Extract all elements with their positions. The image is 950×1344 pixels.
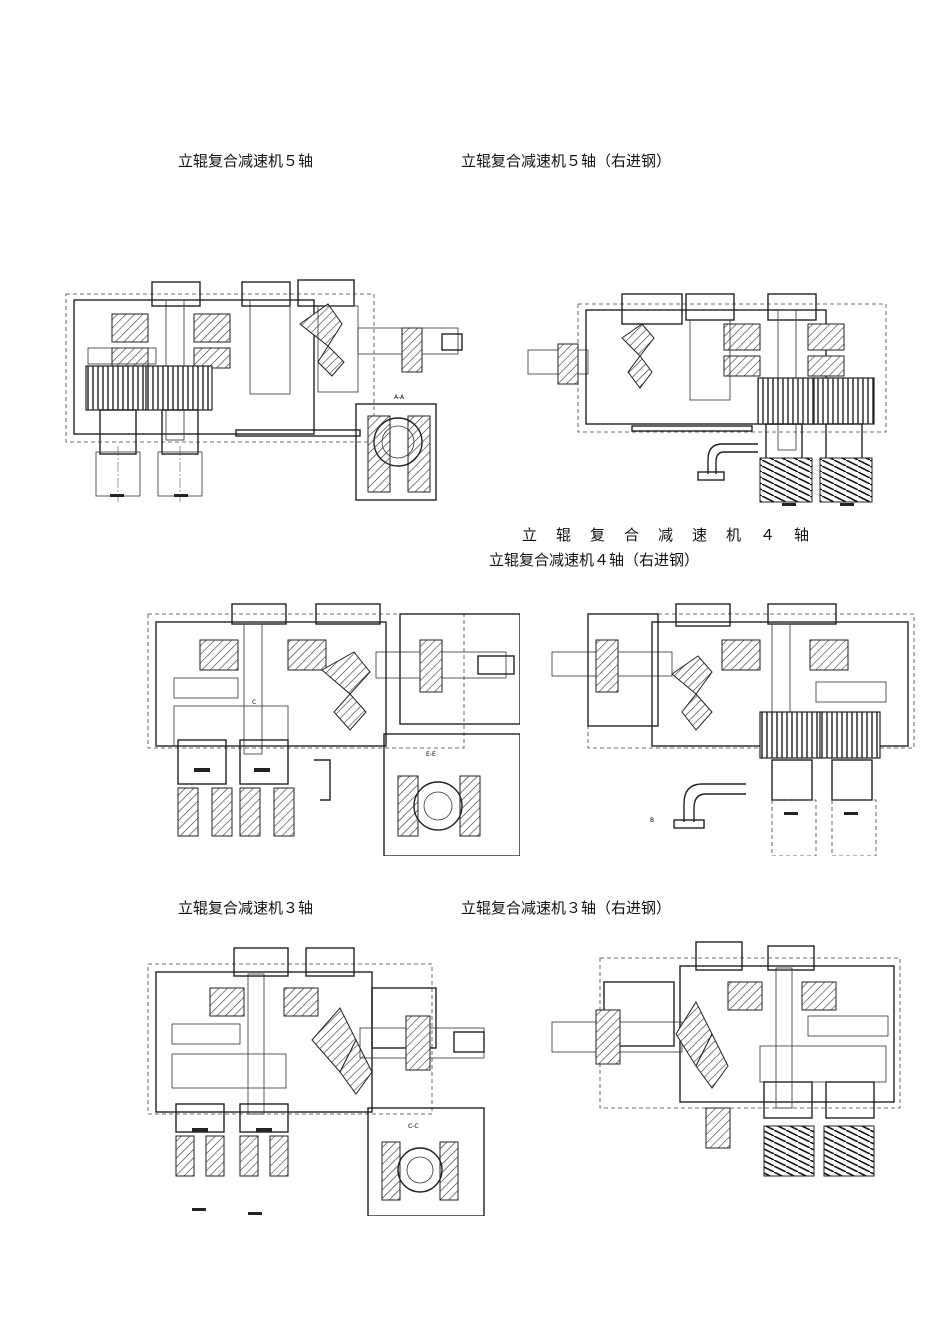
section-label-e: E-E xyxy=(426,751,436,758)
caption-5-axis-right-entry: 立辊复合减速机５轴（右进钢） xyxy=(461,152,672,170)
drawing-3-axis: C-C xyxy=(144,944,488,1216)
caption-5-axis: 立辊复合减速机５轴 xyxy=(178,152,314,170)
caption-4-axis: 立辊复合减速机４轴 xyxy=(522,526,829,544)
drawing-4-axis-right-entry: B xyxy=(546,600,918,856)
section-label-c: C-C xyxy=(408,1123,419,1130)
caption-4-axis-right-entry: 立辊复合减速机４轴（右进钢） xyxy=(489,551,700,569)
drawing-5-axis: A-A xyxy=(62,276,468,506)
caption-3-axis-right-entry: 立辊复合减速机３轴（右进钢） xyxy=(461,899,672,917)
mark-c: C xyxy=(252,699,256,706)
drawing-4-axis: E-E C xyxy=(144,600,520,856)
drawing-5-axis-right-entry xyxy=(522,292,890,510)
drawing-3-axis-right-entry xyxy=(546,938,910,1184)
mark-b: B xyxy=(650,817,654,824)
caption-3-axis: 立辊复合减速机３轴 xyxy=(178,899,314,917)
section-label-a: A-A xyxy=(394,394,405,401)
